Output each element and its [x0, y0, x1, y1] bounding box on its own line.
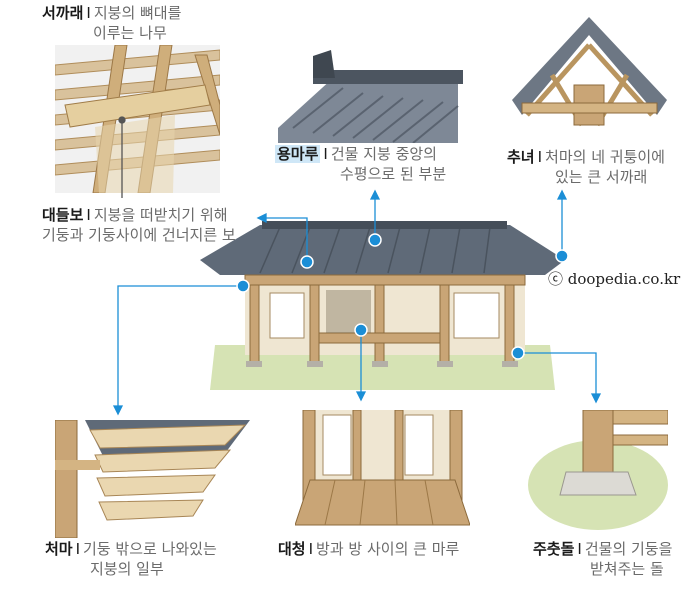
term-seokkarae: 서까래	[42, 4, 84, 22]
desc-daedeulbo-1: 지붕을 떠받치기 위해	[93, 206, 228, 224]
term-daedeulbo: 대들보	[42, 206, 84, 224]
label-cheoma-line2: 지붕의 일부	[90, 560, 164, 579]
separator: I	[308, 540, 314, 558]
desc-juchutdol-2: 받쳐주는 돌	[590, 560, 664, 578]
desc-chunyeo-2: 있는 큰 서까래	[555, 168, 648, 186]
desc-seokkarae-1: 지붕의 뼈대를	[93, 4, 182, 22]
eave-corner-illustration	[512, 15, 667, 130]
rafter-illustration	[55, 45, 220, 193]
marker-dot-cheoma	[236, 279, 250, 293]
separator: I	[86, 206, 91, 224]
term-daecheong: 대청	[278, 540, 306, 558]
separator: I	[86, 4, 91, 22]
marker-dot-daedeulbo	[300, 255, 314, 269]
term-chunyeo: 추녀	[507, 148, 535, 166]
separator: I	[537, 148, 543, 166]
foundation-stone-illustration	[528, 410, 668, 530]
desc-cheoma-2: 지붕의 일부	[90, 560, 164, 578]
term-juchutdol: 주춧돌	[533, 540, 575, 558]
desc-yongmaru-2: 수평으로 된 부분	[340, 165, 447, 183]
marker-dot-yongmaru	[368, 233, 382, 247]
daecheong-floor-illustration	[295, 410, 470, 530]
term-yongmaru: 용마루	[275, 145, 321, 163]
marker-dot-chunyeo	[555, 249, 569, 263]
separator: I	[577, 540, 582, 558]
term-cheoma: 처마	[45, 540, 73, 558]
marker-dot-juchutdol	[511, 346, 525, 360]
ridge-illustration	[273, 48, 463, 143]
desc-yongmaru-1: 건물 지붕 중앙의	[330, 145, 437, 163]
desc-cheoma-1: 기둥 밖으로 나와있는	[83, 540, 217, 558]
label-seokkarae-line2: 이루는 나무	[93, 24, 167, 43]
desc-chunyeo-1: 처마의 네 귀퉁이에	[545, 148, 665, 166]
desc-daedeulbo-2: 기둥과 기둥사이에 건너지른 보	[42, 226, 236, 244]
desc-seokkarae-2: 이루는 나무	[93, 24, 167, 42]
desc-daecheong-1: 방과 방 사이의 큰 마루	[316, 540, 460, 558]
label-yongmaru-line2: 수평으로 된 부분	[340, 165, 446, 184]
label-chunyeo-line2: 있는 큰 서까래	[555, 168, 647, 187]
marker-dot-daecheong	[354, 323, 368, 337]
label-juchutdol-line2: 받쳐주는 돌	[590, 560, 664, 579]
label-daedeulbo-line2: 기둥과 기둥사이에 건너지른 보	[42, 226, 236, 245]
desc-juchutdol-1: 건물의 기둥을	[584, 540, 673, 558]
hanok-building-illustration	[200, 215, 565, 390]
copyright-credit: ⓒ doopedia.co.kr	[548, 270, 681, 288]
eaves-illustration	[55, 420, 250, 538]
separator: I	[323, 145, 328, 163]
separator: I	[75, 540, 81, 558]
